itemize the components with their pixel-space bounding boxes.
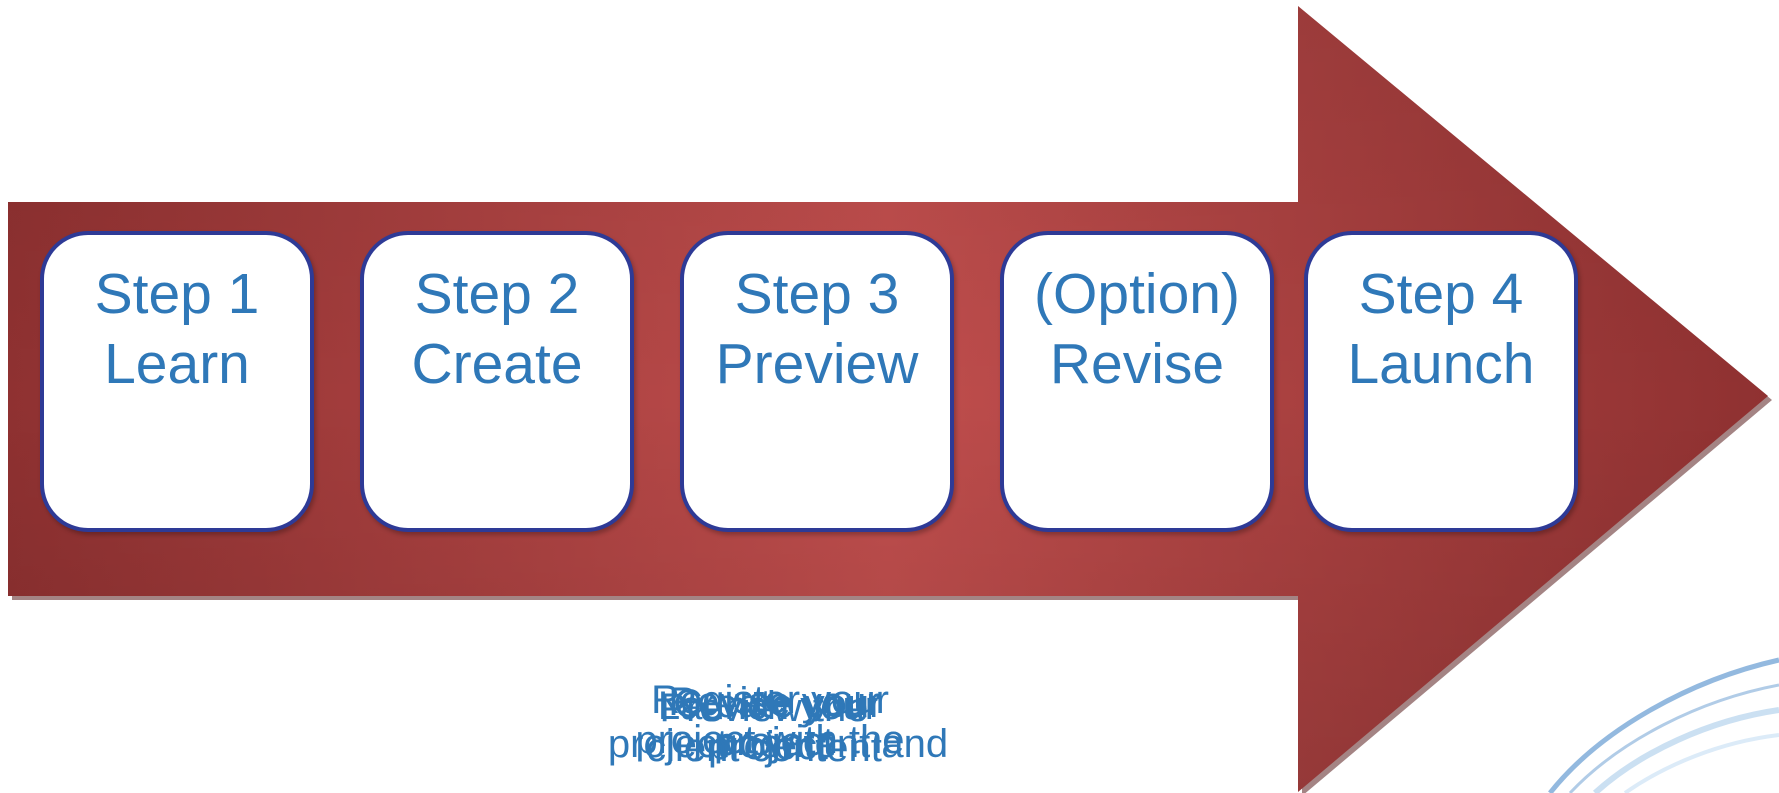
- decorative-swoosh: [1548, 657, 1779, 793]
- description-preview: Preview the client content: [560, 688, 974, 768]
- step-number: Step 1: [94, 262, 260, 326]
- description-create: Create your project content and: [568, 684, 980, 764]
- step-number: Step 2: [414, 262, 580, 326]
- step-title: Learn: [104, 332, 250, 396]
- step-title: Revise: [1049, 332, 1225, 396]
- description-line: Preview the: [659, 686, 869, 730]
- step-card-launch: Step 4 Launch: [1304, 231, 1578, 532]
- description-revise: Revise your project: [564, 682, 980, 762]
- description-launch: Launch your project: [560, 686, 978, 766]
- step-number: Step 3: [734, 262, 900, 326]
- description-line: client content: [646, 726, 882, 770]
- step-number: (Option): [1034, 262, 1240, 326]
- step-title: Launch: [1347, 332, 1535, 396]
- step-card-preview: Step 3 Preview: [680, 231, 954, 532]
- description-line: Register your: [651, 678, 889, 722]
- description-line: project content and: [607, 722, 949, 766]
- description-learn: Register your project with the: [560, 680, 980, 760]
- step-number: Step 4: [1358, 262, 1524, 326]
- step-descriptions: Register your project with the Create yo…: [560, 678, 980, 793]
- step-card-create: Step 2 Create: [360, 231, 634, 532]
- step-title: Preview: [715, 332, 919, 396]
- description-line: project: [707, 724, 829, 768]
- description-line: Revise your: [668, 680, 880, 724]
- description-line: Launch your: [657, 684, 879, 728]
- step-card-revise: (Option) Revise: [1000, 231, 1274, 532]
- step-title: Create: [411, 332, 583, 396]
- description-line: project: [713, 720, 835, 764]
- step-card-learn: Step 1 Learn: [40, 231, 314, 532]
- description-line: project with the: [635, 718, 905, 762]
- description-line: Create your: [673, 682, 883, 726]
